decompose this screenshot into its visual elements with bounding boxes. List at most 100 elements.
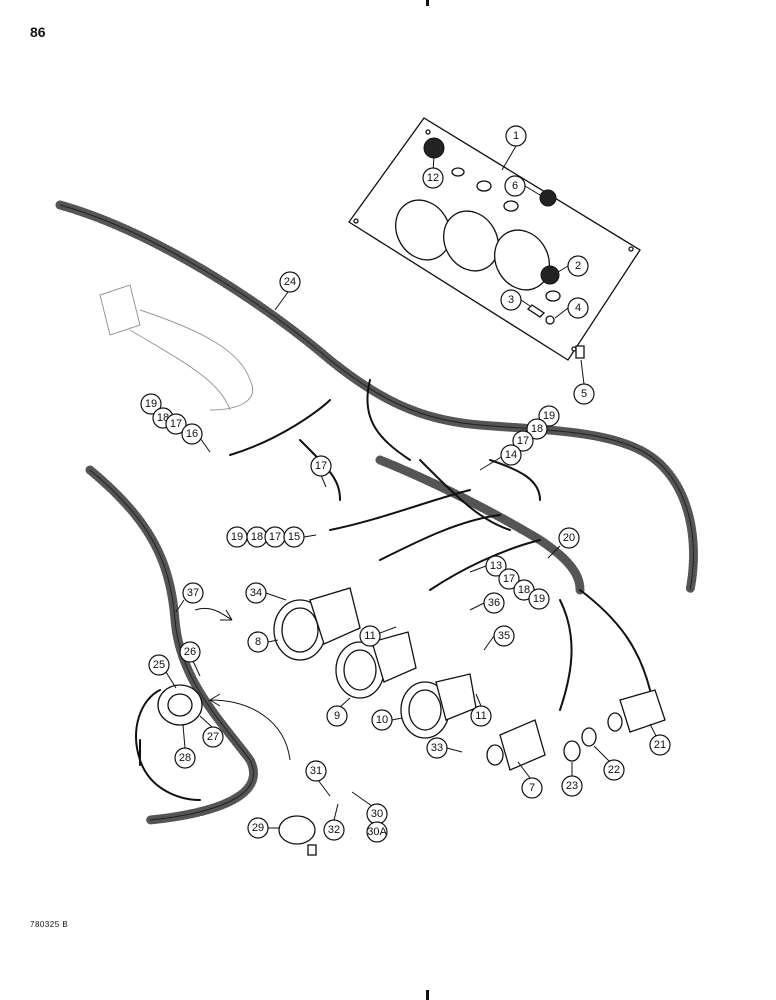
svg-text:19: 19 bbox=[145, 398, 157, 410]
top-page-mark bbox=[426, 0, 429, 6]
svg-text:26: 26 bbox=[184, 646, 196, 658]
steering-column-ghost bbox=[99, 284, 253, 411]
callout-17-e: 17 bbox=[498, 568, 520, 590]
svg-text:13: 13 bbox=[490, 560, 502, 572]
nut-22 bbox=[581, 727, 597, 747]
callout-29: 29 bbox=[247, 817, 280, 839]
callout-19-c: 19 bbox=[226, 526, 248, 548]
callout-19-a: 19 bbox=[140, 393, 162, 415]
callout-35: 35 bbox=[483, 625, 515, 651]
svg-text:17: 17 bbox=[170, 418, 182, 430]
svg-text:30A: 30A bbox=[367, 826, 387, 838]
svg-text:3: 3 bbox=[508, 294, 514, 306]
arrow-to-harness bbox=[194, 607, 233, 621]
main-wiring-harness bbox=[55, 200, 698, 825]
callout-9: 9 bbox=[326, 697, 351, 727]
svg-text:23: 23 bbox=[566, 780, 578, 792]
callout-16: 16 bbox=[181, 423, 211, 453]
gauge-9 bbox=[335, 631, 417, 699]
instrument-panel-plate bbox=[348, 117, 641, 361]
callout-27: 27 bbox=[199, 715, 224, 748]
svg-text:9: 9 bbox=[334, 710, 340, 722]
svg-text:20: 20 bbox=[563, 532, 575, 544]
svg-text:18: 18 bbox=[251, 531, 263, 543]
svg-text:33: 33 bbox=[431, 742, 443, 754]
svg-text:28: 28 bbox=[179, 752, 191, 764]
svg-text:10: 10 bbox=[376, 714, 388, 726]
svg-text:11: 11 bbox=[364, 630, 375, 642]
button-29 bbox=[278, 815, 317, 856]
svg-text:18: 18 bbox=[518, 584, 530, 596]
callout-6: 6 bbox=[504, 175, 541, 197]
svg-text:4: 4 bbox=[575, 302, 581, 314]
figure-id: 780325 B bbox=[30, 920, 69, 929]
bottom-page-mark bbox=[426, 990, 429, 1000]
callout-18-b: 18 bbox=[526, 418, 548, 440]
callout-32: 32 bbox=[323, 803, 345, 841]
callout-19-d: 19 bbox=[528, 588, 550, 610]
svg-text:25: 25 bbox=[153, 659, 165, 671]
callout-1: 1 bbox=[501, 125, 527, 171]
callout-37: 37 bbox=[175, 582, 204, 613]
svg-text:31: 31 bbox=[310, 765, 322, 777]
callout-31: 31 bbox=[305, 760, 331, 797]
svg-text:7: 7 bbox=[529, 782, 535, 794]
svg-text:36: 36 bbox=[488, 597, 500, 609]
callout-23: 23 bbox=[561, 762, 583, 797]
svg-text:18: 18 bbox=[531, 423, 543, 435]
svg-text:22: 22 bbox=[608, 764, 620, 776]
svg-text:29: 29 bbox=[252, 822, 264, 834]
callout-10: 10 bbox=[371, 709, 403, 731]
callout-18-c: 18 bbox=[246, 526, 268, 548]
svg-text:16: 16 bbox=[186, 428, 198, 440]
svg-text:17: 17 bbox=[503, 573, 515, 585]
gauge-8 bbox=[273, 587, 361, 661]
callout-24: 24 bbox=[274, 271, 301, 311]
callout-26: 26 bbox=[179, 641, 201, 677]
gauge-wires bbox=[229, 379, 651, 711]
callout-13: 13 bbox=[469, 555, 507, 577]
horn-button-25 bbox=[157, 684, 203, 726]
svg-text:17: 17 bbox=[269, 531, 281, 543]
svg-text:19: 19 bbox=[231, 531, 243, 543]
callout-25: 25 bbox=[148, 654, 177, 689]
svg-text:19: 19 bbox=[533, 593, 545, 605]
callout-17-a: 17 bbox=[165, 413, 187, 435]
svg-text:15: 15 bbox=[288, 531, 300, 543]
svg-text:17: 17 bbox=[517, 435, 529, 447]
svg-text:32: 32 bbox=[328, 824, 340, 836]
svg-text:2: 2 bbox=[575, 260, 581, 272]
svg-text:24: 24 bbox=[284, 276, 296, 288]
panel-hardware bbox=[526, 304, 585, 359]
callout-4: 4 bbox=[554, 297, 589, 319]
callout-17-c: 17 bbox=[512, 430, 534, 452]
callout-11-a: 11 bbox=[359, 625, 397, 647]
callout-14: 14 bbox=[479, 444, 522, 471]
callout-11-b: 11 bbox=[470, 693, 492, 727]
callout-5: 5 bbox=[573, 359, 595, 405]
svg-text:21: 21 bbox=[654, 739, 666, 751]
gauge-10 bbox=[400, 673, 477, 739]
svg-text:35: 35 bbox=[498, 630, 510, 642]
callout-33: 33 bbox=[426, 737, 463, 759]
knob-23 bbox=[563, 740, 581, 762]
svg-text:17: 17 bbox=[315, 460, 327, 472]
page-number: 86 bbox=[30, 24, 46, 40]
svg-text:14: 14 bbox=[505, 449, 517, 461]
svg-text:12: 12 bbox=[427, 172, 439, 184]
svg-text:11: 11 bbox=[475, 710, 486, 722]
arrow-to-horn bbox=[208, 693, 291, 761]
callout-36: 36 bbox=[469, 592, 505, 614]
callout-3: 3 bbox=[500, 289, 531, 311]
callout-34: 34 bbox=[245, 582, 287, 604]
callout-21: 21 bbox=[649, 723, 671, 756]
callout-17-d: 17 bbox=[264, 526, 286, 548]
callout-8: 8 bbox=[247, 631, 279, 653]
svg-text:30: 30 bbox=[371, 808, 383, 820]
svg-text:6: 6 bbox=[512, 180, 518, 192]
switch-21 bbox=[607, 689, 666, 733]
callout-19-b: 19 bbox=[538, 405, 560, 427]
callout-2: 2 bbox=[557, 255, 589, 277]
svg-text:5: 5 bbox=[581, 388, 587, 400]
